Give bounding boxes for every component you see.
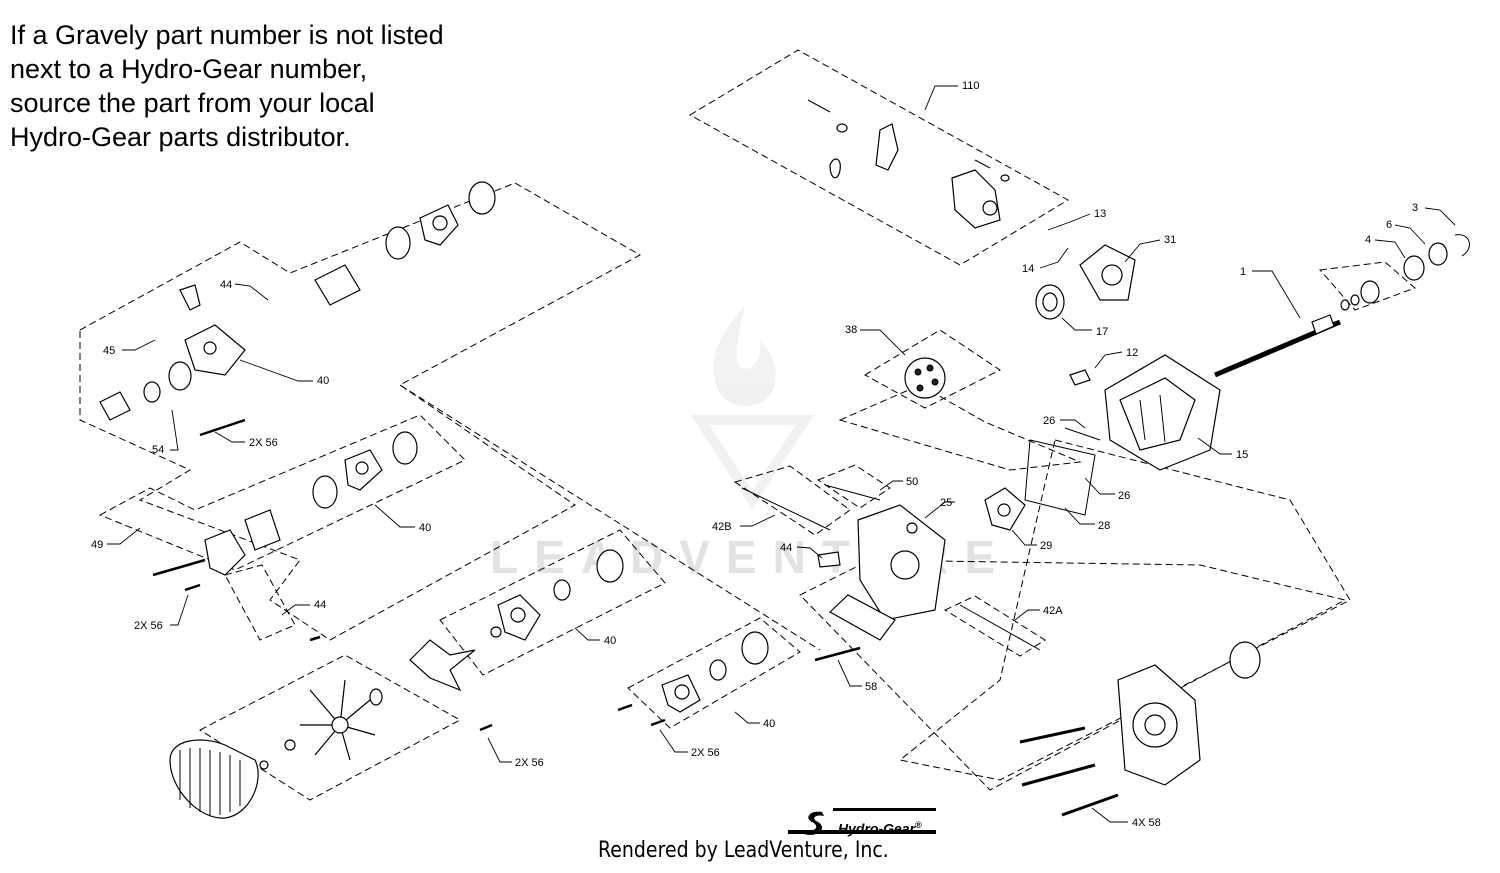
note-line-1: If a Gravely part number is not listed [10,20,444,50]
callout-2x-56-bottom: 2X 56 [691,747,720,759]
callout-4x-58: 4X 58 [1132,817,1161,829]
callout-44-upper: 44 [220,279,232,291]
callout-45: 45 [103,345,115,357]
callout-40-middle: 40 [419,522,431,534]
callout-44-lower: 44 [314,599,326,611]
input-shaft-assembly [1214,234,1470,378]
callout-38: 38 [845,324,857,336]
callout-25: 25 [940,497,952,509]
hydro-gear-logo-icon [788,808,936,835]
note-line-3: source the part from your local [10,88,375,118]
brand-name: Hydro-Gear [838,820,916,837]
callout-2x-56-left: 2X 56 [134,620,163,632]
registered-mark: ® [915,820,922,830]
control-arm-assembly [807,99,1010,229]
callout-31: 31 [1164,234,1176,246]
callout-13: 13 [1094,208,1106,220]
hydro-gear-brand: Hydro-Gear® [838,820,922,837]
callout-14: 14 [1022,263,1034,275]
note-line-2: next to a Hydro-Gear number, [10,54,368,84]
callout-40-bottom: 40 [763,718,775,730]
callout-110: 110 [962,80,980,92]
note-line-4: Hydro-Gear parts distributor. [10,122,351,152]
callout-40-lower: 40 [604,635,616,647]
bolts [152,418,861,732]
callout-3: 3 [1412,202,1418,214]
center-section [741,484,1041,651]
watermark-logo-icon [690,305,815,510]
instruction-note: If a Gravely part number is not listed n… [10,18,444,154]
pump-cartridges [99,181,769,713]
callout-44-center: 44 [780,542,792,554]
callout-50: 50 [906,476,918,488]
render-credit: Rendered by LeadVenture, Inc. [598,838,889,863]
callout-42b: 42B [712,521,732,533]
motor-end-cap [1019,641,1261,817]
callout-29: 29 [1040,540,1052,552]
callout-leader-lines [107,85,1456,823]
callout-17: 17 [1096,326,1108,338]
callout-58: 58 [865,681,877,693]
callout-labels: 110 13 14 31 3 6 4 1 17 38 12 26 26 15 2… [91,80,1418,829]
callout-2x-56-upper: 2X 56 [249,437,278,449]
callout-2x-56-fan: 2X 56 [515,757,544,769]
callout-15: 15 [1236,449,1248,461]
callout-28: 28 [1098,520,1110,532]
callout-42a: 42A [1043,605,1063,617]
callout-12: 12 [1126,347,1138,359]
callout-6: 6 [1386,219,1392,231]
callout-26-lower: 26 [1118,490,1130,502]
callout-40-upper: 40 [317,375,329,387]
housing-assembly [904,244,1221,531]
callout-26-upper: 26 [1043,415,1055,427]
callout-4: 4 [1365,234,1371,246]
callout-1: 1 [1240,266,1246,278]
assembly-group-lines [79,49,1416,801]
callout-49: 49 [91,539,103,551]
cooling-fan-assembly [169,679,383,819]
callout-54: 54 [152,444,164,456]
